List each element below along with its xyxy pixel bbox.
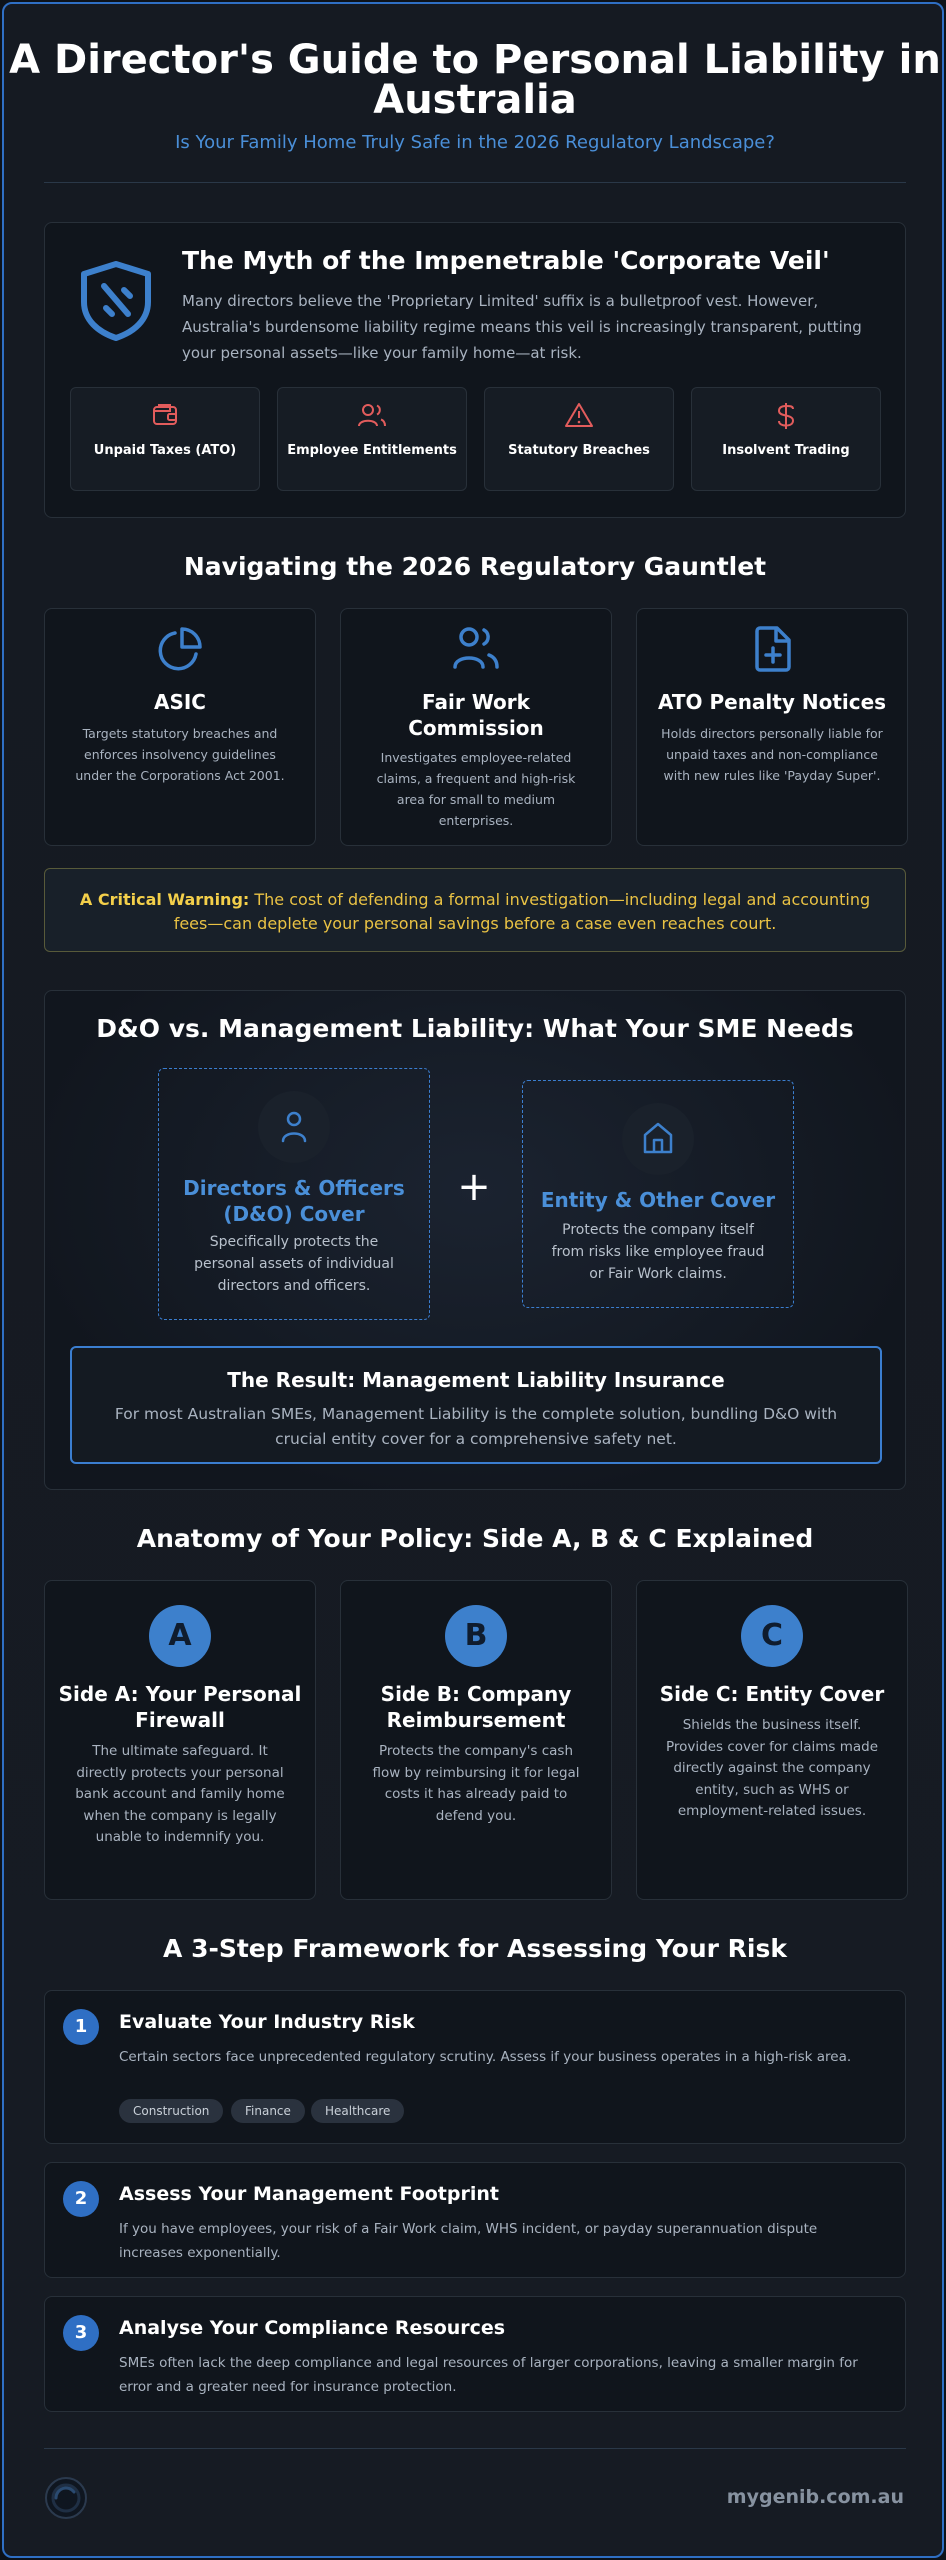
brand-logo-icon [44, 2476, 88, 2520]
side-b-badge: B [445, 1605, 507, 1667]
industry-tag-finance: Finance [231, 2099, 305, 2123]
side-body: Shields the business itself. Provides co… [666, 1717, 878, 1819]
side-c-badge: C [741, 1605, 803, 1667]
warning-body: The cost of defending a formal investiga… [173, 890, 871, 933]
footer-divider [44, 2448, 906, 2449]
risk-employee-entitlements: Employee Entitlements [277, 387, 467, 491]
dollar-icon [692, 402, 880, 434]
result-body: For most Australian SMEs, Management Lia… [114, 1405, 838, 1448]
entity-cover-body: Protects the company itself from risks l… [551, 1222, 765, 1282]
risk-insolvent-trading: Insolvent Trading [691, 387, 881, 491]
file-plus-icon [637, 625, 907, 677]
side-title: Side A: Your Personal Firewall [58, 1682, 302, 1732]
shield-slash-icon [76, 260, 156, 346]
risk-label: Statutory Breaches [508, 443, 650, 458]
header-divider [44, 182, 906, 183]
reg-card-asic: ASIC Targets statutory breaches and enfo… [44, 608, 316, 846]
risk-statutory-breaches: Statutory Breaches [484, 387, 674, 491]
side-title: Side C: Entity Cover [659, 1682, 885, 1706]
entity-cover-title: Entity & Other Cover [540, 1188, 776, 1212]
industry-tag-healthcare: Healthcare [311, 2099, 405, 2123]
risk-label: Insolvent Trading [722, 443, 850, 458]
step-number: 1 [63, 2009, 99, 2045]
dno-cover-title: Directors & Officers (D&O) Cover [183, 1176, 405, 1226]
reg-card-body: Investigates employee-related claims, a … [376, 750, 576, 828]
framework-title: A 3-Step Framework for Assessing Your Ri… [163, 1934, 787, 1963]
wallet-icon [71, 402, 259, 432]
side-c-card: C Side C: Entity Cover Shields the busin… [636, 1580, 908, 1900]
step-body: Certain sectors face unprecedented regul… [119, 2049, 852, 2065]
side-b-card: B Side B: Company Reimbursement Protects… [340, 1580, 612, 1900]
side-title: Side B: Company Reimbursement [380, 1682, 572, 1732]
side-body: Protects the company's cash flow by reim… [372, 1743, 580, 1824]
pie-chart-icon [45, 625, 315, 677]
reg-card-title: Fair Work Commission [408, 690, 544, 740]
myth-body: Many directors believe the 'Proprietary … [182, 292, 862, 362]
step-1-card: 1 Evaluate Your Industry Risk Certain se… [44, 1990, 906, 2144]
users-icon [278, 402, 466, 432]
myth-title: The Myth of the Impenetrable 'Corporate … [182, 246, 830, 275]
dno-title: D&O vs. Management Liability: What Your … [96, 1014, 854, 1043]
reg-card-body: Holds directors personally liable for un… [661, 726, 883, 783]
footer-website-link[interactable]: mygenib.com.au [726, 2486, 904, 2508]
plus-sign: + [457, 1164, 491, 1210]
reg-card-ato: ATO Penalty Notices Holds directors pers… [636, 608, 908, 846]
step-title: Assess Your Management Footprint [119, 2183, 499, 2205]
reg-card-fair-work: Fair Work Commission Investigates employ… [340, 608, 612, 846]
result-box: The Result: Management Liability Insuran… [70, 1346, 882, 1464]
risk-unpaid-taxes: Unpaid Taxes (ATO) [70, 387, 260, 491]
step-body: SMEs often lack the deep compliance and … [119, 2355, 858, 2395]
reg-card-body: Targets statutory breaches and enforces … [75, 726, 285, 783]
warning-label: A Critical Warning: [79, 890, 250, 909]
critical-warning: A Critical Warning: The cost of defendin… [44, 868, 906, 952]
step-title: Analyse Your Compliance Resources [119, 2317, 506, 2339]
reg-card-title: ATO Penalty Notices [657, 690, 887, 714]
step-3-card: 3 Analyse Your Compliance Resources SMEs… [44, 2296, 906, 2412]
warning-text: A Critical Warning: The cost of defendin… [65, 888, 885, 936]
person-icon [280, 1109, 308, 1147]
step-2-card: 2 Assess Your Management Footprint If yo… [44, 2162, 906, 2278]
reg-card-title: ASIC [153, 690, 206, 714]
step-title: Evaluate Your Industry Risk [119, 2011, 415, 2033]
risk-label: Unpaid Taxes (ATO) [93, 443, 237, 458]
anatomy-title: Anatomy of Your Policy: Side A, B & C Ex… [136, 1524, 814, 1553]
step-number: 3 [63, 2315, 99, 2351]
home-icon [642, 1121, 674, 1159]
step-number: 2 [63, 2181, 99, 2217]
dno-cover-box: Directors & Officers (D&O) Cover Specifi… [158, 1068, 430, 1320]
risk-label: Employee Entitlements [287, 443, 457, 458]
dno-cover-body: Specifically protects the personal asset… [194, 1234, 394, 1294]
users-icon [341, 625, 611, 675]
result-title: The Result: Management Liability Insuran… [227, 1368, 725, 1392]
side-body: The ultimate safeguard. It directly prot… [75, 1743, 285, 1845]
step-body: If you have employees, your risk of a Fa… [119, 2221, 818, 2261]
page-subtitle: Is Your Family Home Truly Safe in the 20… [175, 132, 775, 153]
side-a-badge: A [149, 1605, 211, 1667]
entity-cover-box: Entity & Other Cover Protects the compan… [522, 1080, 794, 1308]
page-title: A Director's Guide to Personal Liability… [9, 37, 941, 123]
side-a-card: A Side A: Your Personal Firewall The ult… [44, 1580, 316, 1900]
regulatory-title: Navigating the 2026 Regulatory Gauntlet [183, 552, 767, 581]
industry-tag-construction: Construction [119, 2099, 224, 2123]
warning-triangle-icon [485, 402, 673, 432]
